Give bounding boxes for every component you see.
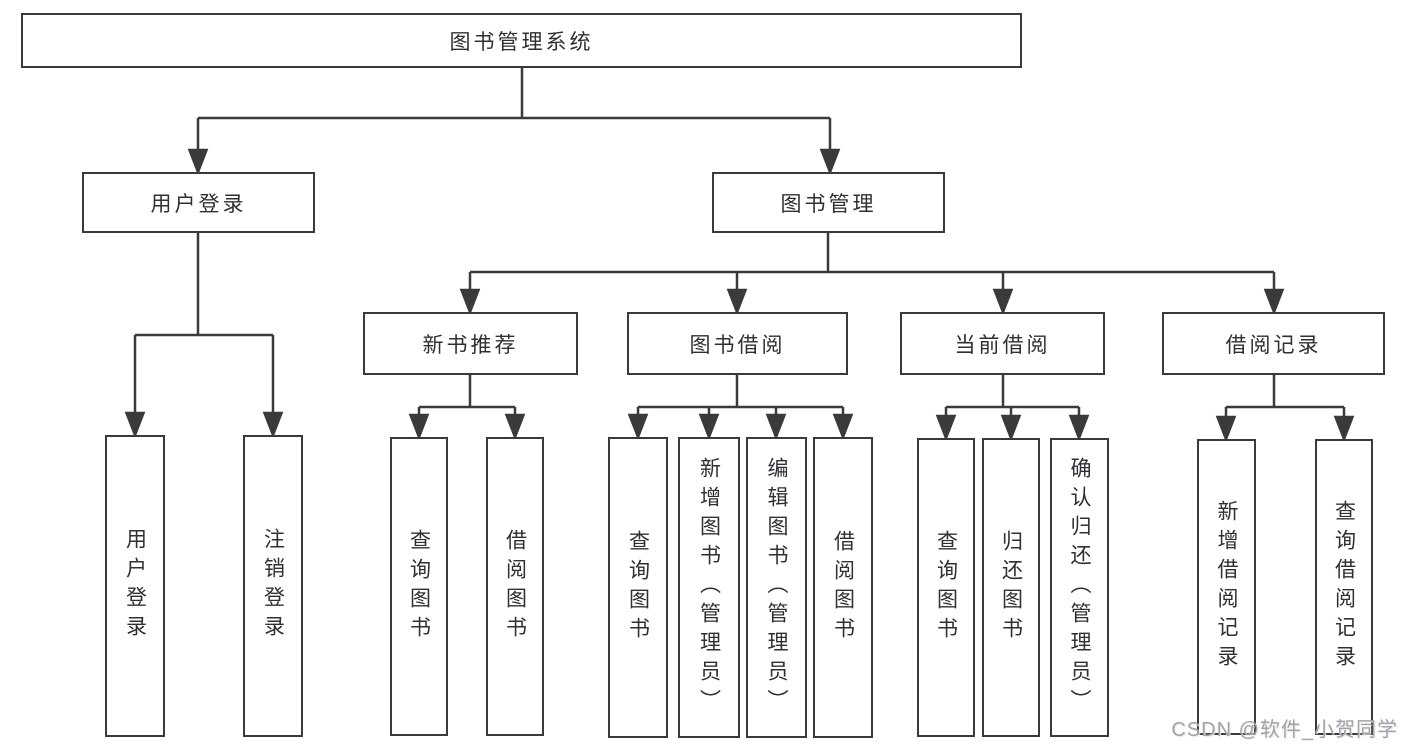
node-add-borrow-record: 新增借阅记录 bbox=[1197, 439, 1256, 735]
node-current-borrowing: 当前借阅 bbox=[900, 312, 1105, 375]
node-label: 新书推荐 bbox=[422, 333, 519, 357]
node-label: 借阅图书 bbox=[503, 528, 527, 645]
arrowhead bbox=[1068, 414, 1090, 442]
node-edit-books-admin: 编辑图书（管理员） bbox=[746, 437, 807, 738]
arrowhead bbox=[992, 288, 1014, 316]
node-query-books-recommend: 查询图书 bbox=[390, 437, 448, 736]
node-return-books: 归还图书 bbox=[982, 438, 1040, 737]
node-login-leaf: 用户登录 bbox=[105, 435, 165, 737]
arrowhead bbox=[408, 413, 430, 441]
connector-user-login-to-children bbox=[124, 233, 284, 439]
arrowhead bbox=[765, 413, 787, 441]
node-label: 图书管理系统 bbox=[449, 30, 594, 54]
node-label: 编辑图书（管理员） bbox=[765, 457, 788, 718]
node-query-books-current: 查询图书 bbox=[917, 438, 975, 737]
node-confirm-return-admin: 确认归还（管理员） bbox=[1050, 438, 1109, 737]
node-label: 用户登录 bbox=[123, 528, 147, 644]
node-library-management-system: 图书管理系统 bbox=[21, 13, 1022, 68]
node-query-books-borrow: 查询图书 bbox=[608, 437, 668, 738]
node-label: 图书管理 bbox=[780, 192, 877, 216]
node-label: 归还图书 bbox=[999, 529, 1023, 646]
connector-current-borrowing-to-children bbox=[935, 375, 1090, 442]
node-logout-leaf: 注销登录 bbox=[243, 435, 303, 737]
arrowhead bbox=[124, 411, 146, 439]
node-borrow-books-recommend: 借阅图书 bbox=[486, 437, 544, 736]
arrowhead bbox=[832, 413, 854, 441]
node-label: 注销登录 bbox=[261, 528, 285, 644]
node-label: 查询图书 bbox=[934, 529, 958, 646]
node-label: 确认归还（管理员） bbox=[1068, 457, 1091, 718]
node-new-book-recommendation: 新书推荐 bbox=[363, 312, 578, 375]
arrowhead bbox=[187, 148, 209, 176]
arrowhead bbox=[459, 288, 481, 316]
arrowhead bbox=[1215, 415, 1237, 443]
node-book-borrowing: 图书借阅 bbox=[627, 312, 848, 375]
csdn-watermark: CSDN @软件_小贺同学 bbox=[1171, 719, 1398, 741]
node-label: 查询图书 bbox=[626, 529, 650, 646]
node-book-management: 图书管理 bbox=[712, 172, 945, 233]
node-label: 查询借阅记录 bbox=[1332, 500, 1356, 674]
node-label: 当前借阅 bbox=[954, 333, 1051, 357]
arrowhead bbox=[262, 411, 284, 439]
connector-borrowing-records-to-children bbox=[1215, 375, 1355, 443]
node-borrow-books-borrow: 借阅图书 bbox=[813, 437, 873, 738]
connector-new-book-recommendation-to-children bbox=[408, 375, 526, 441]
node-query-borrow-record: 查询借阅记录 bbox=[1315, 439, 1373, 735]
node-label: 借阅记录 bbox=[1225, 333, 1322, 357]
connector-book-management-to-level2 bbox=[459, 233, 1285, 316]
arrowhead bbox=[1333, 415, 1355, 443]
node-label: 新增借阅记录 bbox=[1215, 500, 1238, 674]
node-label: 新增图书（管理员） bbox=[697, 457, 721, 718]
arrowhead bbox=[504, 413, 526, 441]
node-label: 用户登录 bbox=[150, 192, 247, 216]
arrowhead bbox=[726, 288, 748, 316]
arrowhead bbox=[1263, 288, 1285, 316]
node-add-books-admin: 新增图书（管理员） bbox=[678, 437, 740, 738]
node-label: 借阅图书 bbox=[831, 529, 855, 646]
node-label: 图书借阅 bbox=[689, 333, 786, 357]
arrowhead bbox=[627, 413, 649, 441]
node-user-login: 用户登录 bbox=[82, 172, 315, 233]
arrowhead bbox=[935, 414, 957, 442]
arrowhead bbox=[698, 413, 720, 441]
node-label: 查询图书 bbox=[407, 528, 431, 645]
node-borrowing-records: 借阅记录 bbox=[1162, 312, 1385, 375]
connector-root-to-level1 bbox=[187, 68, 841, 176]
connector-book-borrowing-to-children bbox=[627, 375, 854, 441]
arrowhead bbox=[819, 148, 841, 176]
arrowhead bbox=[1000, 414, 1022, 442]
